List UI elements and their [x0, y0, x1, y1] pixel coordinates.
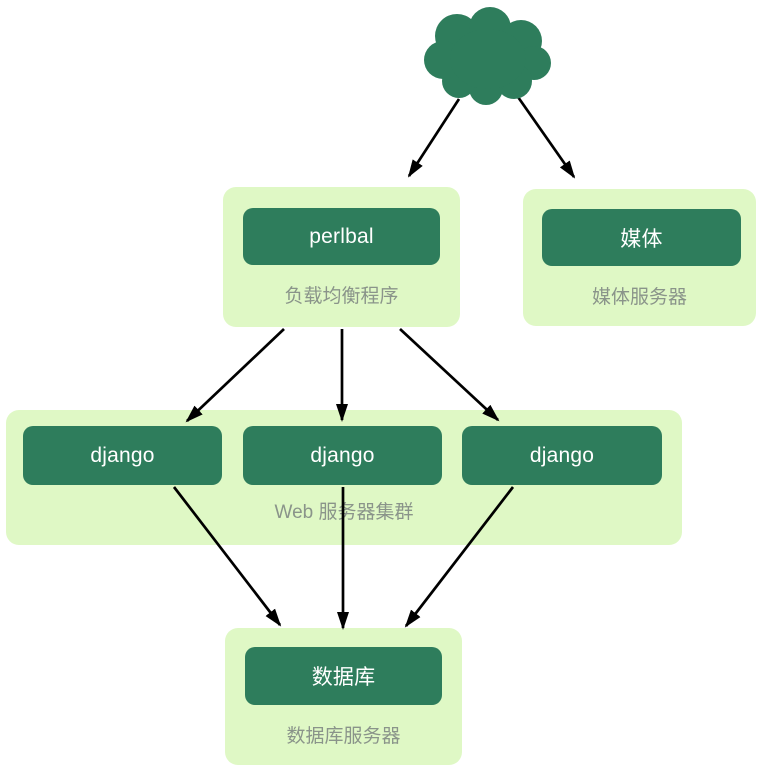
group-load-balancer: perlbal 负载均衡程序 — [223, 187, 460, 327]
arrow-cloud-to-perlbal — [407, 98, 461, 178]
node-django-1-label: django — [90, 443, 155, 467]
caption-database-server: 数据库服务器 — [286, 726, 401, 747]
node-django-1: django — [23, 426, 222, 485]
node-media: 媒体 — [542, 209, 741, 266]
node-media-label: 媒体 — [620, 227, 663, 251]
node-database-label: 数据库 — [311, 666, 376, 689]
node-database: 数据库 — [245, 647, 442, 705]
node-django-2-label: django — [310, 443, 375, 467]
group-database-server: 数据库 数据库服务器 — [225, 628, 462, 765]
caption-media-server: 媒体服务器 — [591, 287, 687, 308]
node-django-3: django — [462, 426, 662, 485]
arrow-cloud-to-media — [516, 96, 576, 179]
caption-load-balancer: 负载均衡程序 — [284, 286, 399, 307]
node-django-2: django — [243, 426, 442, 485]
internet-cloud-icon — [424, 7, 551, 105]
node-perlbal: perlbal — [243, 208, 440, 265]
node-perlbal-label: perlbal — [309, 224, 374, 248]
group-web-cluster: django django django Web 服务器集群 — [6, 410, 682, 545]
arrow-perlbal-to-django3 — [399, 328, 500, 422]
node-django-3-label: django — [529, 443, 595, 467]
caption-web-cluster: Web 服务器集群 — [274, 502, 414, 523]
group-media-server: 媒体 媒体服务器 — [523, 189, 756, 326]
arrow-perlbal-to-django1 — [185, 328, 285, 423]
